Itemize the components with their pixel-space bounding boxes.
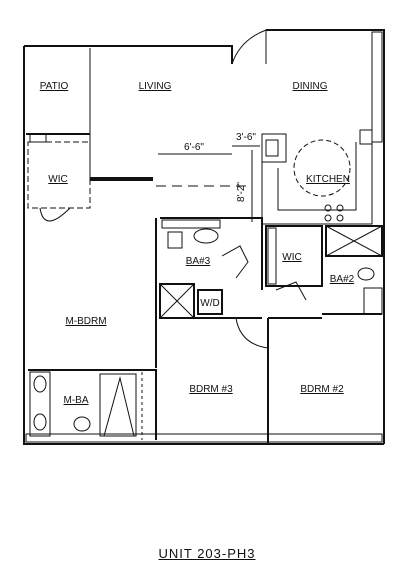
bath3-door-swing (221, 245, 249, 279)
bath2-toilet (357, 267, 375, 281)
room-label-kitchen: KITCHEN (306, 174, 350, 185)
room-label-bedroom2: BDRM #2 (300, 384, 344, 395)
wic-master-outline (27, 141, 91, 209)
master-toilet (73, 416, 91, 432)
master-bath-counter (29, 371, 51, 437)
wic-door-swing (39, 207, 71, 222)
bath3-sink (193, 228, 219, 244)
dimension-kitchen-gap: 3'-6" (236, 132, 256, 143)
room-label-wic-second: WIC (282, 252, 301, 263)
room-label-dining: DINING (293, 81, 328, 92)
dining-table-outline (293, 139, 351, 197)
cooktop (324, 204, 344, 222)
room-label-patio: PATIO (40, 81, 69, 92)
room-label-master-bedroom: M-BDRM (65, 316, 106, 327)
west-south-wall (23, 46, 384, 445)
south-wall-band (25, 433, 383, 443)
fridge-inner (265, 139, 279, 157)
dimension-kitchen-depth: 8'-2" (236, 182, 247, 202)
master-bath-walls (28, 369, 157, 440)
bath2-sink (363, 287, 383, 315)
room-label-bedroom3: BDRM #3 (189, 384, 233, 395)
room-label-washer-dryer: W/D (200, 298, 219, 309)
unit-caption: UNIT 203-PH3 (158, 546, 256, 561)
room-label-bath2: BA#2 (330, 274, 355, 285)
wic-second-walls (265, 225, 323, 287)
room-label-wic-master: WIC (48, 174, 67, 185)
bath2-tub (325, 225, 383, 257)
patio-post (29, 133, 47, 143)
master-bath-sink-2 (33, 413, 47, 431)
wic2-door-swing (275, 281, 307, 301)
bath3-toilet (167, 231, 183, 249)
north-east-wall (266, 29, 385, 444)
bath3-walls (160, 217, 263, 290)
master-shower-glass (103, 376, 135, 437)
room-label-master-bath: M-BA (64, 395, 89, 406)
master-bath-sink-1 (33, 375, 47, 393)
kitchen-counter-inner (277, 142, 357, 211)
north-wall-left (24, 45, 233, 64)
bath3-counter (161, 219, 221, 229)
wic-second-shelf (267, 227, 277, 285)
room-label-bath3: BA#3 (186, 256, 211, 267)
east-wall-band (371, 31, 383, 143)
bdrm3-door-swing (235, 317, 269, 349)
kitchen-counter-outer (261, 134, 373, 225)
pantry-r (359, 129, 373, 145)
master-shower (99, 373, 137, 437)
dimension-width-living: 6'-6" (184, 142, 204, 153)
entry-door-swing (231, 29, 267, 65)
closet-top-wall (90, 177, 153, 181)
room-label-living: LIVING (139, 81, 172, 92)
washer-dryer-box (197, 289, 223, 315)
